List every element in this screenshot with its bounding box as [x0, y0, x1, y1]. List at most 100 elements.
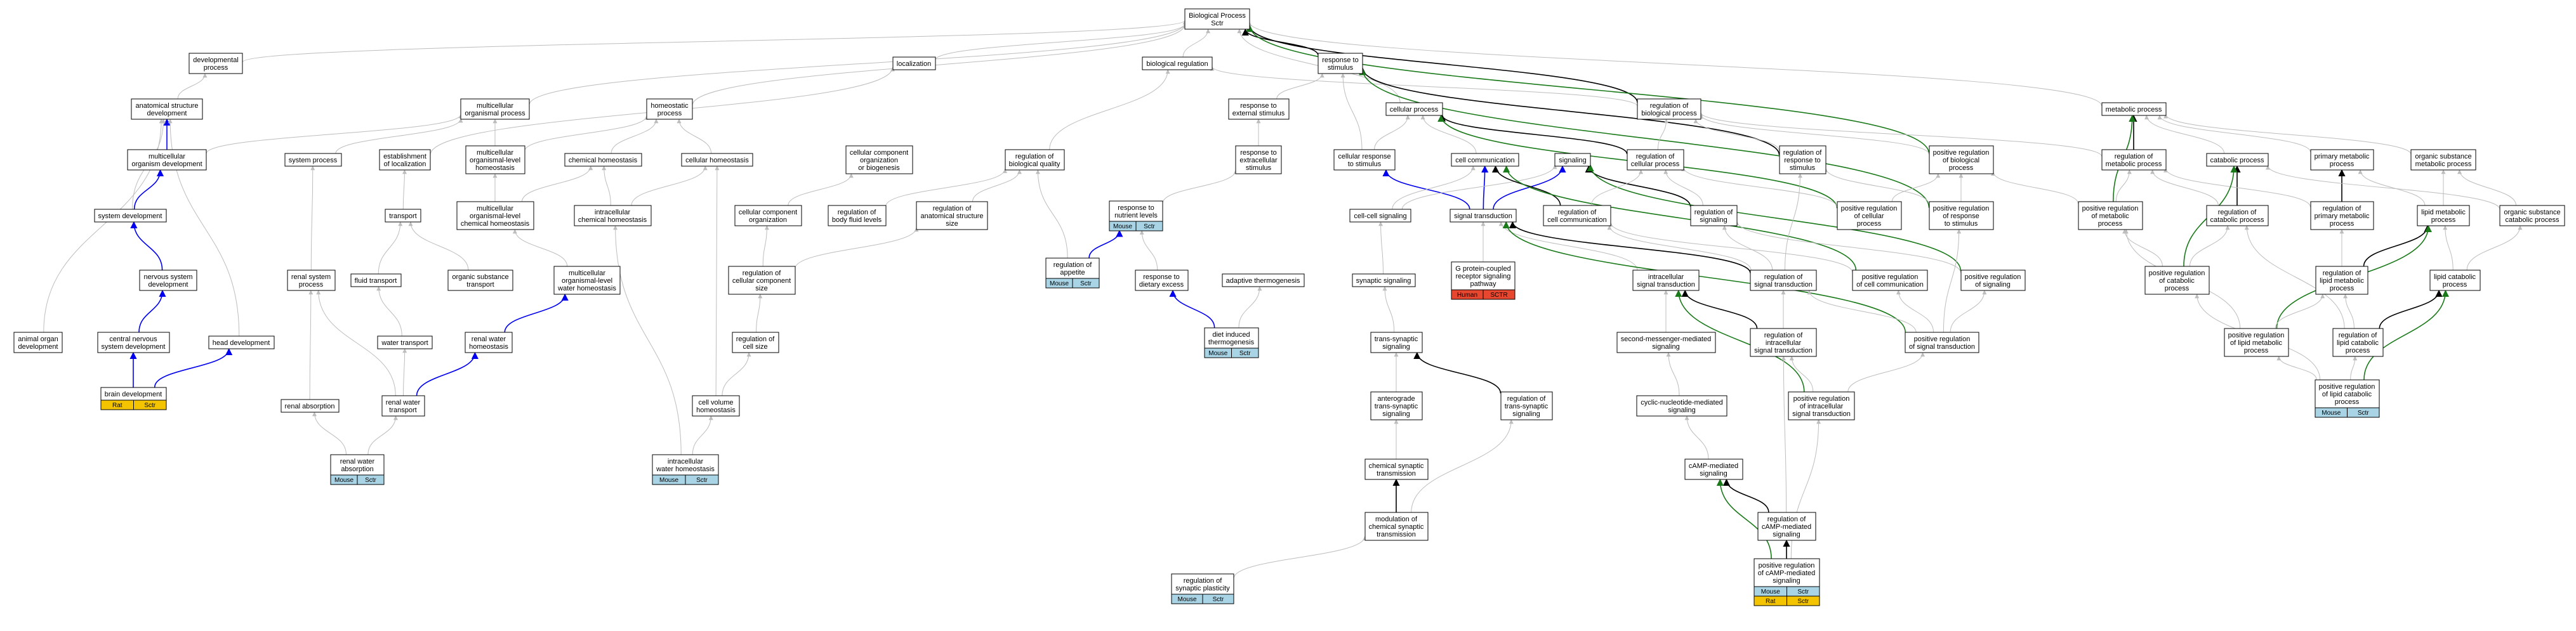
go-term-node-fluidtrans[interactable]: fluid transport: [350, 273, 402, 287]
go-term-node-metproc[interactable]: metabolic process: [2101, 102, 2167, 116]
go-term-node-transport[interactable]: transport: [385, 209, 421, 223]
term-label-line: pathway: [1470, 280, 1496, 288]
go-term-node-headdev[interactable]: head development: [208, 335, 275, 349]
term-box: [646, 98, 693, 120]
go-term-node-synsig[interactable]: synaptic signaling: [1352, 273, 1416, 287]
go-term-node-chemhomeo[interactable]: chemical homeostasis: [564, 153, 642, 167]
go-term-node-catproc[interactable]: catabolic process: [2206, 153, 2269, 167]
go-term-node-renalabs[interactable]: renal absorption: [281, 399, 340, 413]
go-term-node-signaling[interactable]: signaling: [1554, 153, 1591, 167]
go-term-node-cellcomm[interactable]: cell communication: [1451, 153, 1519, 167]
go-term-node-localization[interactable]: localization: [892, 56, 936, 70]
go-term-node-cellproc[interactable]: cellular process: [1385, 102, 1443, 116]
go-term-node-bioreg[interactable]: biological regulation: [1142, 56, 1213, 70]
go-term-node-cellcellsig[interactable]: cell-cell signaling: [1349, 209, 1411, 223]
go-term-node-sysproc[interactable]: system process: [284, 153, 342, 167]
go-term-node-watertrans[interactable]: water transport: [377, 335, 433, 349]
go-term-node-sysdev[interactable]: system development: [94, 209, 167, 223]
go-term-node-adaptthermo[interactable]: adaptive thermogenesis: [1222, 273, 1305, 287]
go-term-node-cellhomeo[interactable]: cellular homeostasis: [681, 153, 753, 167]
go-term-node-sigtrans[interactable]: signal transduction: [1450, 209, 1517, 223]
